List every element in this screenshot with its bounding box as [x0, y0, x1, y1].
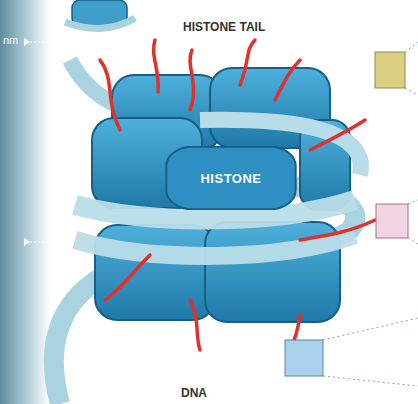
part-label: DNA: [178, 386, 210, 400]
dimension-arrow: [117, 38, 119, 46]
histone-label: HISTONE: [200, 171, 261, 186]
leader-line: [323, 42, 418, 386]
modification-marker: [375, 52, 405, 88]
dimension-label: nm: [3, 34, 18, 46]
dimension-line: [30, 42, 118, 242]
histone-shape: HISTONE: [165, 146, 297, 210]
dna-ribbon: [54, 185, 355, 404]
histone-tail: [100, 40, 375, 350]
modification-marker: [376, 204, 408, 238]
dimension-arrow: [24, 238, 30, 246]
part-label: HISTONE TAIL: [180, 20, 268, 34]
dimension-arrow: [24, 38, 30, 46]
modification-marker: [285, 340, 323, 376]
dna-ribbon: [65, 18, 135, 28]
dimension-arrow: [62, 237, 64, 247]
histone: [95, 225, 215, 320]
